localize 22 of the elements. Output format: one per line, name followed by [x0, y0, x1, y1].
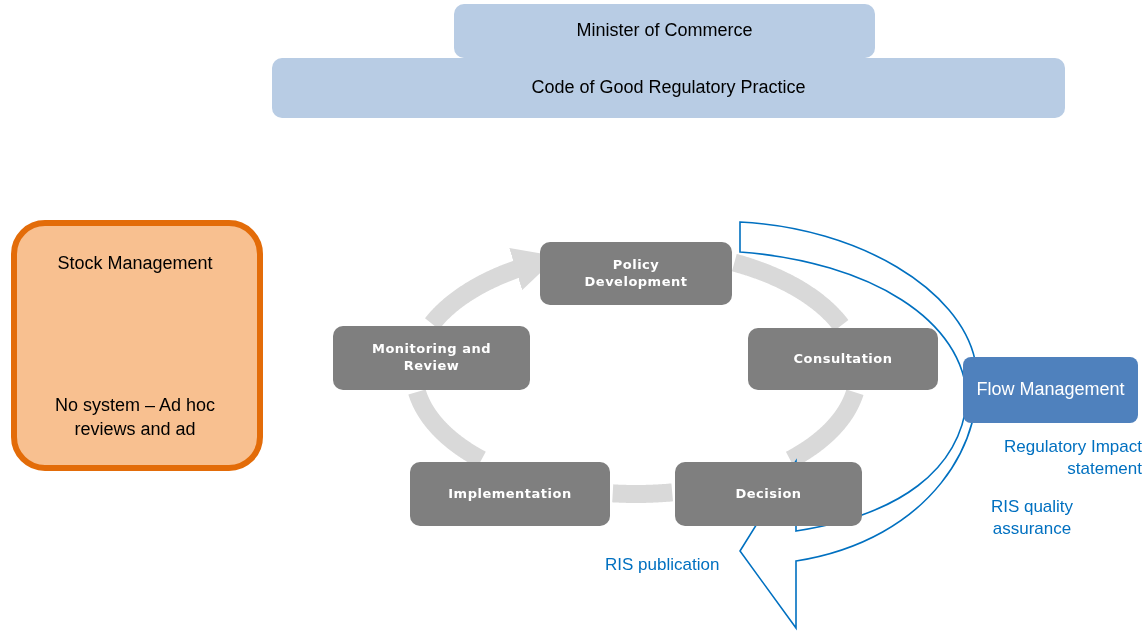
title-box — [272, 58, 1065, 118]
node-label: Monitoring and Review — [371, 341, 492, 375]
process-box — [963, 357, 1138, 423]
title-box — [454, 4, 875, 58]
process-box — [675, 462, 862, 526]
node-label: Minister of Commerce — [576, 19, 753, 43]
node-label: Decision — [735, 485, 802, 503]
process-box — [540, 242, 732, 305]
node-label: Flow Management — [976, 378, 1125, 402]
node-label: Consultation — [793, 350, 893, 368]
node-label: Policy Development — [583, 256, 689, 291]
process-box — [333, 326, 530, 390]
annotation-label: RIS publication — [605, 554, 721, 576]
annotation-label: Regulatory Impact statement — [1003, 436, 1142, 481]
node-description: No system – Ad hoc reviews and ad — [53, 394, 217, 441]
status-box — [11, 220, 263, 471]
node-label: Code of Good Regulatory Practice — [531, 76, 806, 100]
process-box — [410, 462, 610, 526]
node-label: Implementation — [448, 485, 572, 503]
node-label: Stock Management — [57, 252, 213, 275]
process-box — [748, 328, 938, 390]
annotation-label: RIS quality assurance — [989, 496, 1075, 541]
